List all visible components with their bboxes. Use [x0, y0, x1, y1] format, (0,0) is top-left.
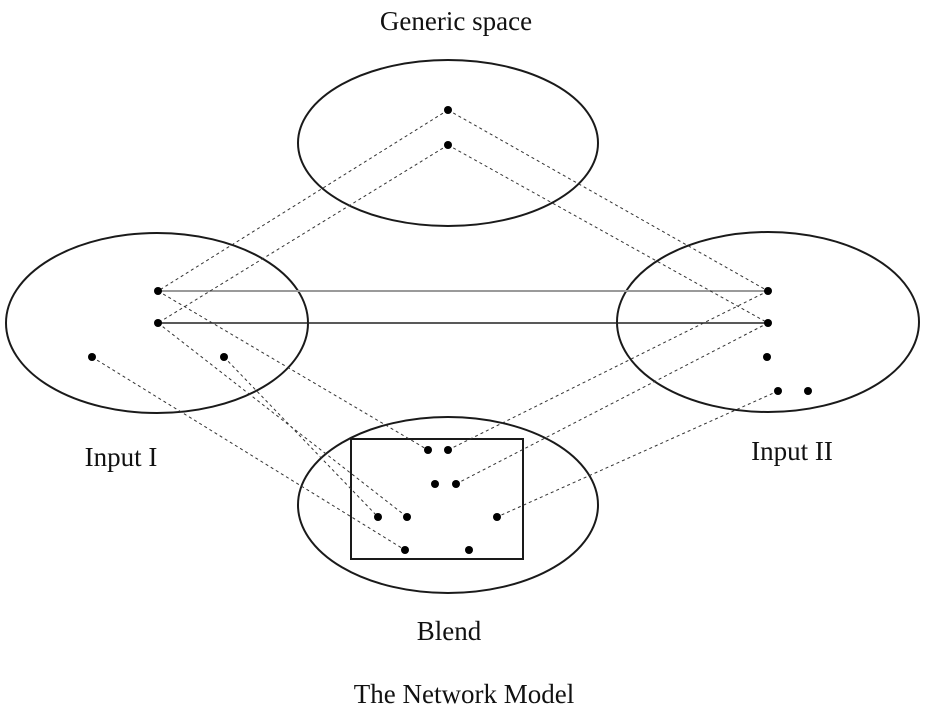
projection-line — [91, 356, 406, 551]
blend-element-dot — [431, 480, 439, 488]
input-one-element-dot — [220, 353, 228, 361]
projection-line — [157, 109, 449, 292]
input-two-element-dot — [774, 387, 782, 395]
blend-element-dot — [374, 513, 382, 521]
projection-line — [455, 322, 769, 485]
projection-line — [157, 322, 408, 518]
input-one-element-dot — [88, 353, 96, 361]
blend-element-dot — [493, 513, 501, 521]
projection-line — [157, 144, 449, 324]
input-two-element-dot — [763, 353, 771, 361]
generic-element-dot — [444, 106, 452, 114]
projection-line — [223, 356, 379, 518]
projection-line — [447, 144, 769, 324]
generic-space-circle — [297, 59, 599, 227]
input-one-element-dot — [154, 319, 162, 327]
blend-element-dot — [452, 480, 460, 488]
projection-line — [447, 290, 769, 451]
emergent-structure-box — [350, 438, 524, 560]
input-one-element-dot — [154, 287, 162, 295]
generic-element-dot — [444, 141, 452, 149]
blend-element-dot — [401, 546, 409, 554]
input-two-element-dot — [804, 387, 812, 395]
input-one-label: Input I — [85, 442, 158, 472]
blend-label: Blend — [417, 616, 482, 646]
projection-line — [447, 109, 769, 292]
blend-element-dot — [444, 446, 452, 454]
input-two-element-dot — [764, 319, 772, 327]
blend-element-dot — [424, 446, 432, 454]
blend-circle — [297, 416, 599, 594]
generic-space-label: Generic space — [380, 6, 532, 36]
input-two-circle — [616, 231, 920, 413]
input-two-element-dot — [764, 287, 772, 295]
projection-line — [157, 290, 429, 451]
input-two-label: Input II — [751, 436, 833, 466]
blend-element-dot — [465, 546, 473, 554]
blend-element-dot — [403, 513, 411, 521]
diagram-caption: The Network Model — [354, 679, 574, 709]
